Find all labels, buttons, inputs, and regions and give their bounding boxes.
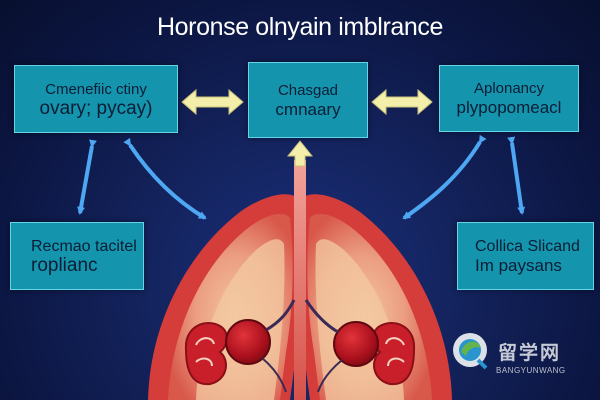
diagram-title: Horonse olnyain imblrance bbox=[157, 13, 443, 41]
box-top-right-line1: Aplonancy bbox=[473, 80, 545, 97]
arrow-up-center bbox=[286, 140, 314, 167]
box-top-left-line2: ovary; pycay) bbox=[39, 97, 153, 119]
box-top-right: Aplonancy plypopomeacl bbox=[439, 65, 579, 132]
watermark-text: 留学网 bbox=[498, 342, 562, 364]
right-kidney bbox=[372, 322, 416, 386]
box-top-center-line2: cmnaary bbox=[275, 99, 341, 119]
left-kidney bbox=[184, 322, 228, 386]
box-bottom-left-line2: roplianc bbox=[31, 254, 98, 276]
box-top-center-line1: Chasgad bbox=[277, 81, 339, 99]
watermark-logo-icon bbox=[453, 333, 488, 370]
watermark-subtext: BANGYUNWANG bbox=[496, 366, 566, 375]
box-bottom-right-line1: Collica Slicand bbox=[475, 237, 580, 255]
box-bottom-left-line1: Recmao tacitel bbox=[31, 237, 137, 255]
blue-arrows bbox=[77, 134, 526, 220]
box-bottom-right: Collica Slicand Im paysans bbox=[457, 222, 594, 290]
box-top-left: Cmenefiic ctiny ovary; pycay) bbox=[14, 65, 178, 133]
box-top-left-line1: Cmenefiic ctiny bbox=[45, 80, 147, 98]
box-bottom-right-line2: Im paysans bbox=[475, 255, 562, 275]
arrow-center-right bbox=[371, 88, 433, 116]
arrow-left-center bbox=[181, 88, 244, 116]
right-ovary bbox=[304, 299, 379, 393]
box-top-right-line2: plypopomeacl bbox=[456, 98, 562, 117]
left-ovary bbox=[225, 299, 296, 393]
box-top-center: Chasgad cmnaary bbox=[248, 62, 368, 138]
central-tube bbox=[294, 160, 306, 400]
box-bottom-left: Recmao tacitel roplianc bbox=[10, 222, 144, 290]
